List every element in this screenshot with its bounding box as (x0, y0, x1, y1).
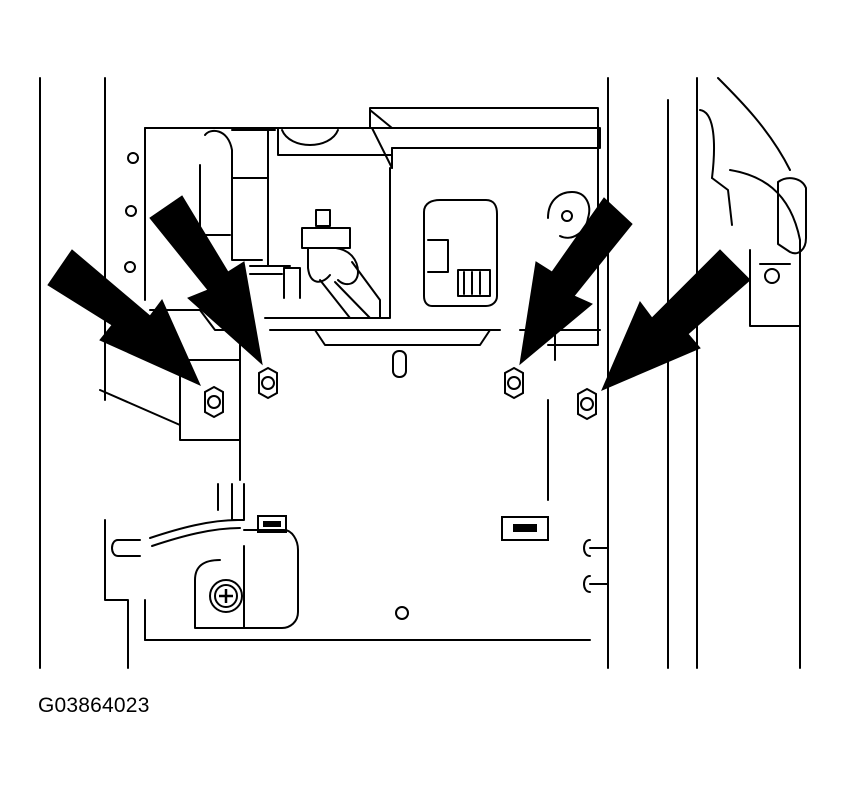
relay-window (423, 199, 498, 307)
arrow-icon (601, 249, 751, 391)
mounting-nuts (204, 366, 597, 421)
callout-arrows (47, 195, 751, 391)
upper-housing (144, 107, 601, 319)
mounting-nut (204, 385, 224, 419)
right-frame-rails (607, 77, 801, 669)
wire-connector (249, 209, 381, 319)
left-side-slot (111, 539, 141, 557)
arrow-icon (47, 249, 201, 386)
left-frame-rails (39, 77, 146, 669)
right-side-slots (583, 539, 609, 593)
negative-marker-right (501, 516, 549, 541)
left-holes (124, 152, 139, 273)
mounting-nut (504, 366, 524, 400)
mounting-plate (144, 149, 601, 641)
right-hook-bracket (749, 177, 807, 327)
figure-code: G03864023 (38, 694, 150, 717)
lower-harness (149, 483, 299, 629)
mounting-nut (258, 366, 278, 400)
positive-terminal-icon (209, 579, 243, 613)
mounting-nut (577, 387, 597, 421)
arrow-icon (519, 197, 633, 366)
negative-marker-left (257, 515, 287, 533)
arrow-icon (149, 195, 263, 366)
